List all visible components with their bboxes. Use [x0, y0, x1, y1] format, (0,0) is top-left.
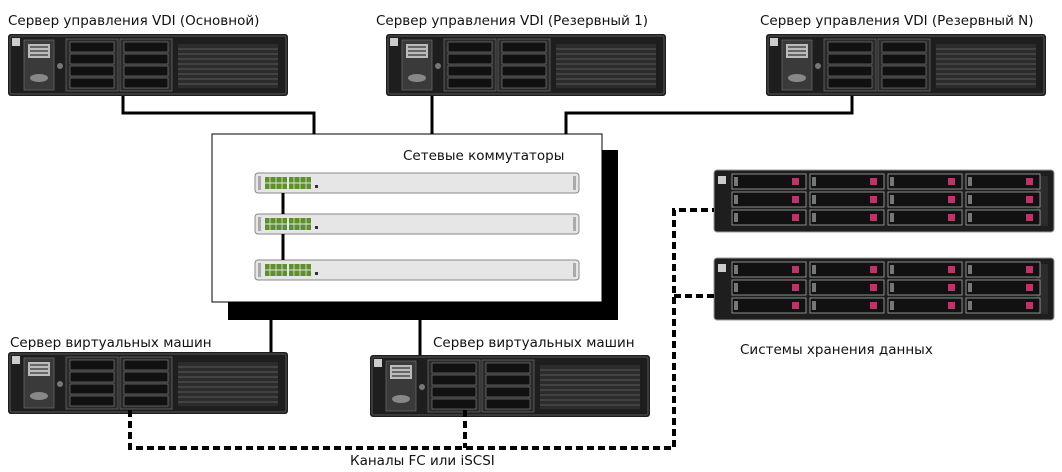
mgmt-server-reserveN	[765, 33, 1047, 97]
ethernet-links	[121, 95, 854, 355]
label-channels: Каналы FC или iSCSI	[350, 453, 495, 469]
vm-server-left	[7, 351, 289, 415]
fc-iscsi-links	[128, 208, 714, 450]
switch-1	[254, 172, 580, 194]
storage-array-1	[713, 169, 1055, 233]
label-vm-server-right: Сервер виртуальных машин	[433, 335, 635, 351]
label-mgmt-reserve1: Сервер управления VDI (Резервный 1)	[376, 13, 649, 29]
switch-2	[254, 213, 580, 235]
vm-server-right	[369, 354, 651, 418]
label-switches: Сетевые коммутаторы	[403, 148, 565, 164]
label-storage: Системы хранения данных	[740, 342, 933, 358]
label-mgmt-reserveN: Сервер управления VDI (Резервный N)	[760, 13, 1034, 29]
mgmt-server-reserve1	[385, 33, 667, 97]
storage-array-2	[713, 257, 1055, 321]
mgmt-server-primary	[7, 33, 289, 97]
label-vm-server-left: Сервер виртуальных машин	[10, 335, 212, 351]
label-mgmt-primary: Сервер управления VDI (Основной)	[8, 13, 260, 29]
switch-3	[254, 259, 580, 281]
